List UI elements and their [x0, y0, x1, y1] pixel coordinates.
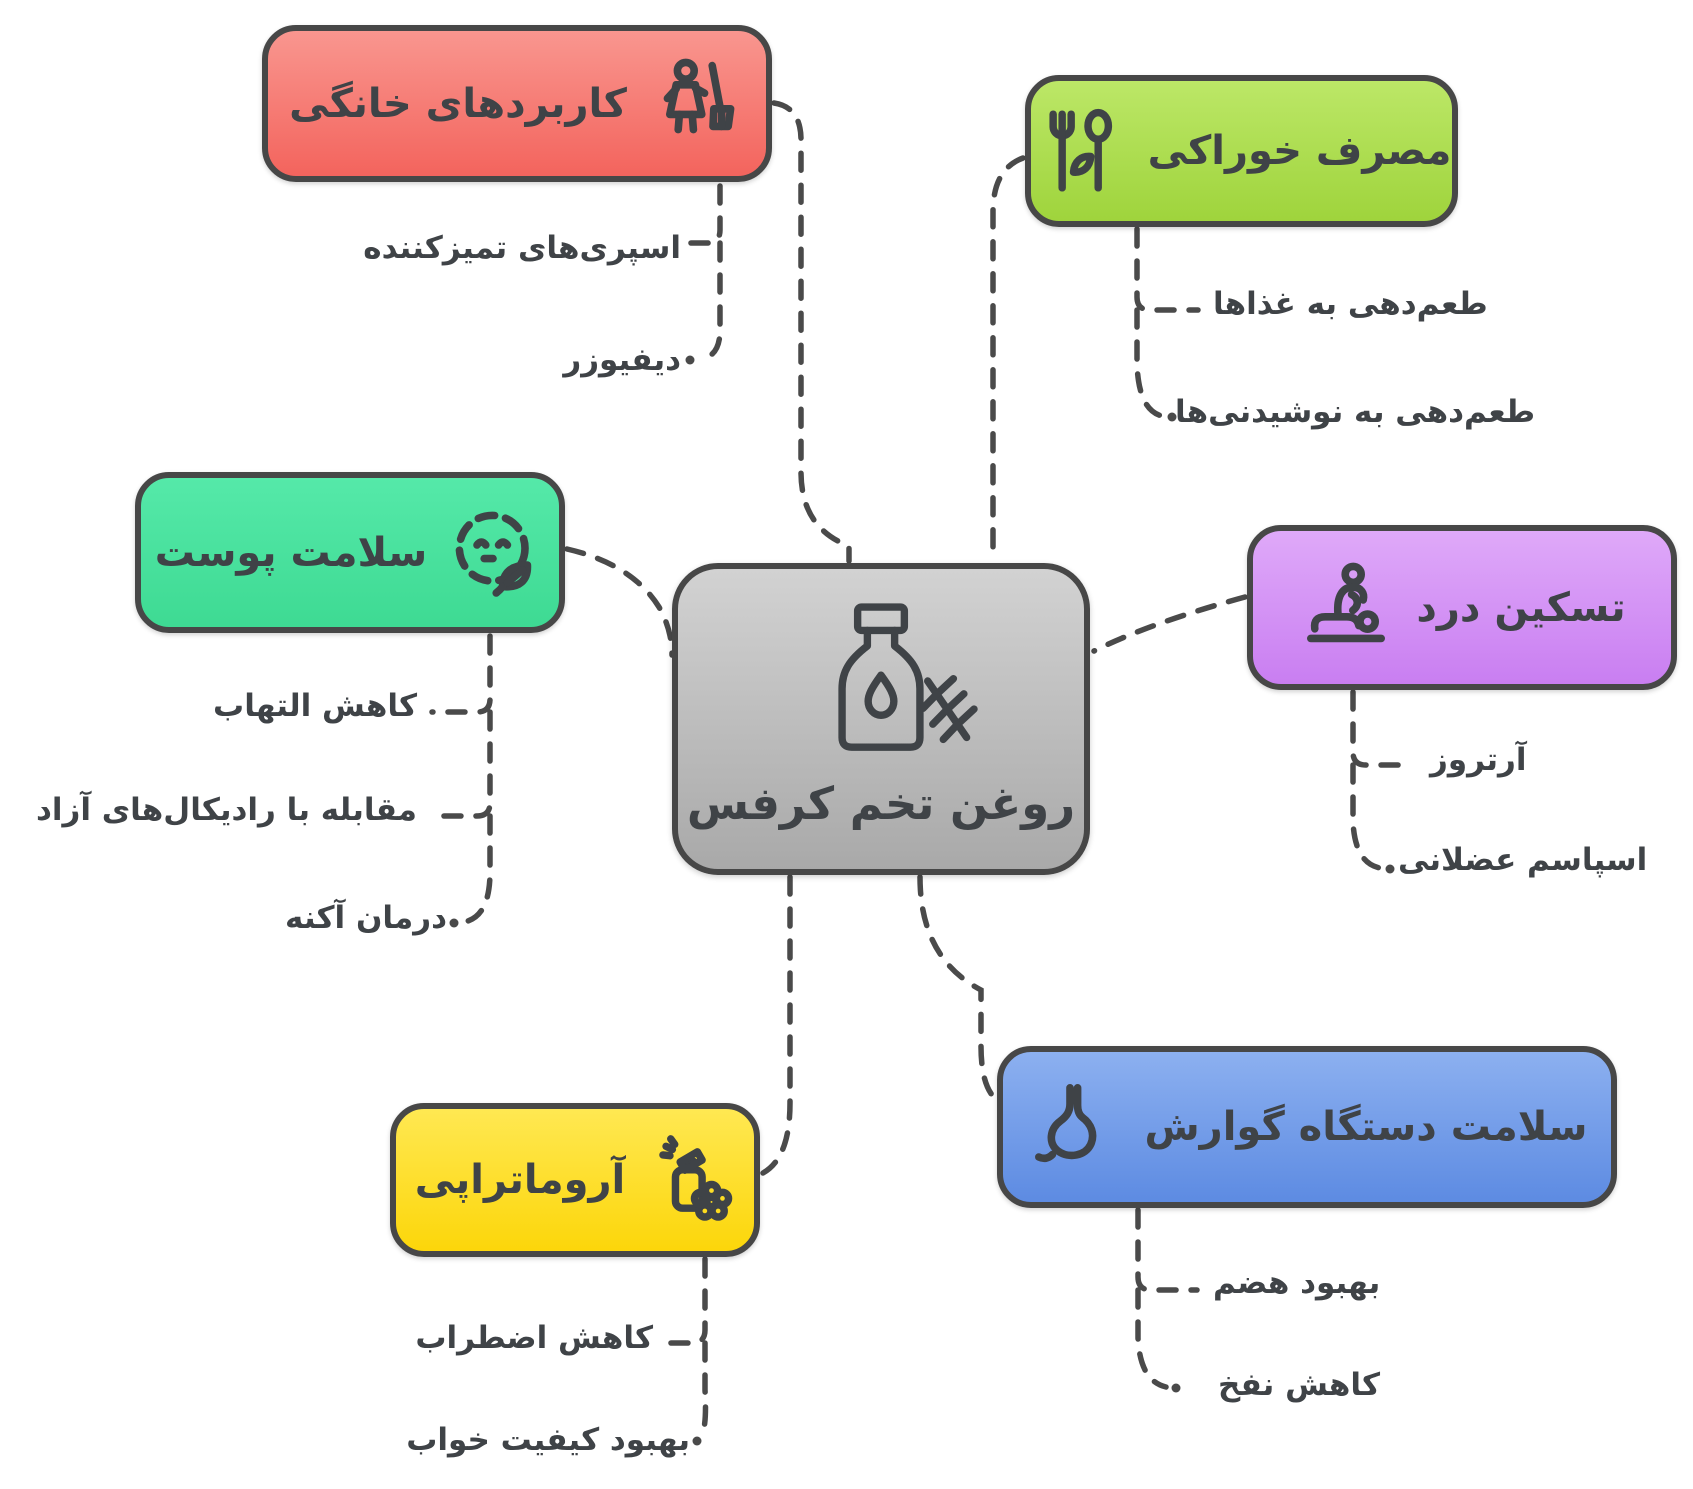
connector-skin-leaf1 — [429, 633, 493, 715]
connector-pain-center — [1091, 594, 1248, 654]
connector-aroma-leaf2 — [698, 1340, 709, 1439]
connector-edible-leaf1 — [1134, 226, 1201, 313]
leaf-fight-free-radicals: مقابله با رادیکال‌های آزاد — [35, 792, 417, 828]
leaf-improve-digestion: بهبود هضم — [1213, 1265, 1381, 1301]
center-node-celery-seed-oil: روغن تخم کرفس — [672, 563, 1090, 875]
branch-node-pain-relief: تسکین درد — [1247, 525, 1677, 690]
stomach-icon — [1026, 1079, 1122, 1175]
leaf-flavor-foods: طعم‌دهی به غذاها — [1213, 286, 1488, 322]
connector-household-leaf1 — [687, 183, 723, 246]
branch-node-skin-health: سلامت پوست — [135, 472, 565, 633]
branch-node-edible-use: مصرف خوراکی — [1025, 75, 1458, 227]
branch-label-pain-relief: تسکین درد — [1416, 584, 1626, 631]
massage-icon — [1298, 560, 1394, 656]
leaf-flavor-drinks: طعم‌دهی به نوشیدنی‌ها — [1175, 394, 1536, 430]
branch-label-household-uses: کاربردهای خانگی — [289, 80, 627, 127]
center-node-label: روغن تخم کرفس — [686, 777, 1076, 830]
connector-pain-leaf1 — [1350, 689, 1415, 768]
branch-label-aromatherapy: آروماتراپی — [414, 1157, 626, 1203]
connector-dot — [1167, 412, 1177, 422]
branch-node-household-uses: کاربردهای خانگی — [262, 25, 772, 182]
leaf-diffuser: دیفیوزر — [563, 342, 681, 378]
connector-skin-leaf2 — [431, 709, 493, 819]
branch-node-aromatherapy: آروماتراپی — [390, 1103, 760, 1257]
leaf-cleaning-sprays: اسپری‌های تمیزکننده — [363, 230, 681, 266]
connector-dot — [449, 918, 459, 928]
cleaning-person-icon — [649, 56, 745, 152]
leaf-reduce-inflammation: کاهش التهاب — [213, 688, 417, 724]
fork-spoon-leaf-icon — [1032, 104, 1126, 198]
oil-bottle-herb-icon — [772, 587, 990, 775]
connector-household-center — [771, 100, 852, 564]
connector-edible-center — [990, 155, 1026, 564]
aroma-spray-flower-icon — [641, 1133, 735, 1227]
branch-label-edible-use: مصرف خوراکی — [1147, 128, 1452, 174]
connector-skin-center — [564, 546, 675, 658]
connector-dot — [685, 355, 695, 365]
leaf-muscle-spasm: اسپاسم عضلانی — [1398, 842, 1648, 878]
branch-node-digestive-health: سلامت دستگاه گوارش — [997, 1046, 1617, 1208]
leaf-reduce-bloating: کاهش نفخ — [1218, 1367, 1381, 1403]
connector-digestive-center — [917, 874, 1004, 1106]
connector-digestive-leaf2 — [1135, 1287, 1169, 1390]
leaf-improve-sleep: بهبود کیفیت خواب — [406, 1422, 690, 1458]
leaf-acne-treatment: درمان آکنه — [285, 900, 447, 936]
connector-digestive-leaf1 — [1135, 1207, 1200, 1293]
branch-label-skin-health: سلامت پوست — [154, 529, 428, 576]
connector-aroma-center — [760, 874, 793, 1176]
connector-dot — [692, 1436, 702, 1446]
connector-pain-leaf2 — [1350, 762, 1383, 871]
connector-skin-leaf3 — [461, 813, 493, 925]
leaf-arthritis: آرتروز — [1430, 742, 1527, 778]
connector-dot — [1385, 864, 1395, 874]
connector-household-leaf2 — [697, 240, 723, 362]
face-leaf-icon — [449, 505, 545, 601]
connector-aroma-leaf1 — [659, 1256, 708, 1346]
leaf-reduce-anxiety: کاهش اضطراب — [415, 1320, 653, 1356]
branch-label-digestive-health: سلامت دستگاه گوارش — [1144, 1104, 1588, 1150]
connector-dot — [1171, 1383, 1181, 1393]
connector-edible-leaf2 — [1134, 307, 1165, 419]
